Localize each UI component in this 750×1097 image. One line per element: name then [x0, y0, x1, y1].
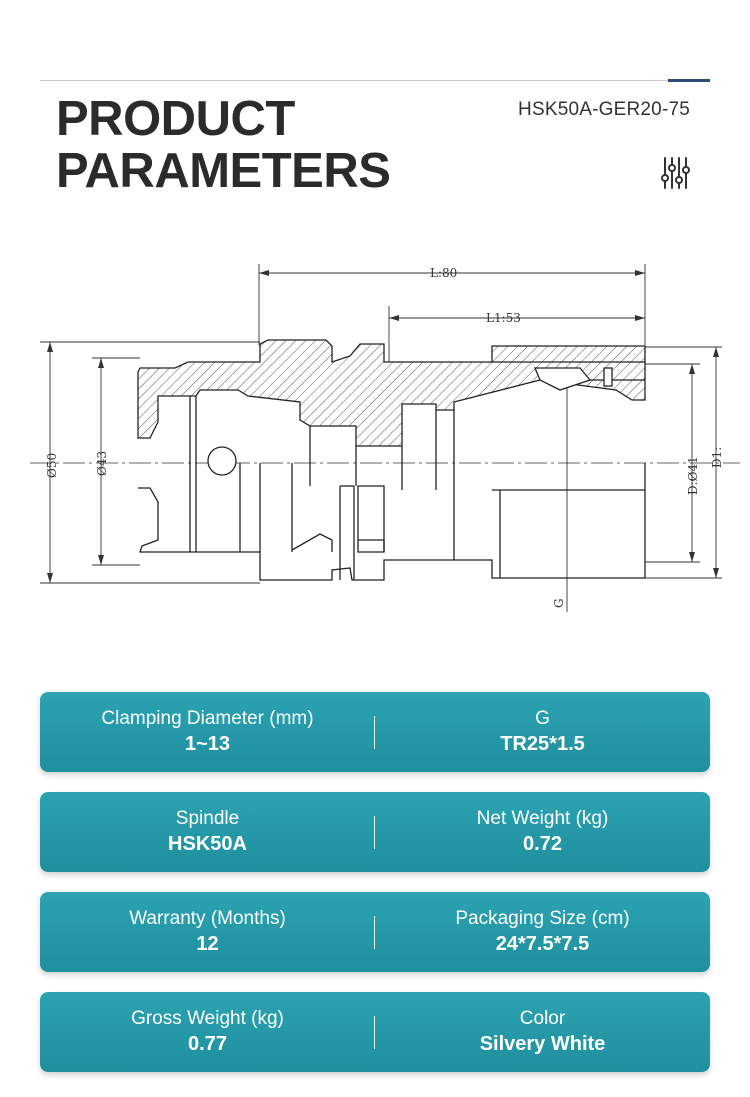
dim-label-dia41: D:Ø41: [686, 456, 700, 495]
param-value: HSK50A: [168, 833, 247, 855]
param-label: Gross Weight (kg): [131, 1008, 284, 1029]
param-value: 1~13: [184, 733, 231, 755]
dim-label-l: L:80: [430, 266, 457, 280]
param-value: 24*7.5*7.5: [495, 933, 590, 955]
dimension-arrows: [47, 270, 719, 583]
dim-label-dia43: Ø43: [95, 451, 109, 476]
technical-drawing: L:80 L1:53 Ø50 Ø43 D:Ø41 D1: G: [30, 264, 740, 612]
param-card-2: Spindle HSK50A Net Weight (kg) 0.72: [40, 792, 710, 872]
sliders-icon: [661, 157, 690, 189]
param-label: Clamping Diameter (mm): [101, 708, 314, 729]
param-value: Silvery White: [479, 1033, 606, 1055]
dim-label-l1: L1:53: [486, 311, 521, 325]
pin-hole: [207, 446, 237, 476]
param-gross-weight: Gross Weight (kg) 0.77: [40, 992, 375, 1072]
param-packaging-size: Packaging Size (cm) 24*7.5*7.5: [375, 892, 710, 972]
param-warranty: Warranty (Months) 12: [40, 892, 375, 972]
dimension-lines: [40, 264, 722, 612]
param-label: Spindle: [175, 808, 240, 829]
param-card-4: Gross Weight (kg) 0.77 Color Silvery Whi…: [40, 992, 710, 1072]
model-number: HSK50A-GER20-75: [518, 99, 690, 120]
section-upper: [137, 339, 646, 447]
param-value: 12: [196, 933, 219, 955]
param-label: G: [535, 708, 550, 729]
card-divider: [374, 916, 375, 949]
param-value: 0.72: [523, 833, 562, 855]
param-color: Color Silvery White: [375, 992, 710, 1072]
section-lower: [138, 396, 646, 581]
param-spindle: Spindle HSK50A: [40, 792, 375, 872]
param-label: Net Weight (kg): [476, 808, 609, 829]
param-card-3: Warranty (Months) 12 Packaging Size (cm)…: [40, 892, 710, 972]
page-title: PRODUCT PARAMETERS: [56, 92, 391, 198]
dim-label-dia50: Ø50: [45, 453, 59, 478]
param-net-weight: Net Weight (kg) 0.72: [375, 792, 710, 872]
param-g: G TR25*1.5: [375, 692, 710, 772]
card-divider: [374, 816, 375, 849]
page-title-line-1: PRODUCT: [56, 92, 295, 146]
dim-label-d1: D1:: [710, 447, 724, 468]
param-value: TR25*1.5: [500, 733, 585, 755]
header-accent-bar: [668, 79, 710, 82]
param-label: Warranty (Months): [129, 908, 286, 929]
param-label: Color: [519, 1008, 566, 1029]
param-clamping-diameter: Clamping Diameter (mm) 1~13: [40, 692, 375, 772]
param-value: 0.77: [188, 1033, 227, 1055]
header-rule: [40, 80, 710, 81]
page-title-line-2: PARAMETERS: [56, 144, 391, 198]
card-divider: [374, 716, 375, 749]
param-label: Packaging Size (cm): [455, 908, 630, 929]
card-divider: [374, 1016, 375, 1049]
dim-label-g: G: [552, 598, 566, 608]
param-card-1: Clamping Diameter (mm) 1~13 G TR25*1.5: [40, 692, 710, 772]
